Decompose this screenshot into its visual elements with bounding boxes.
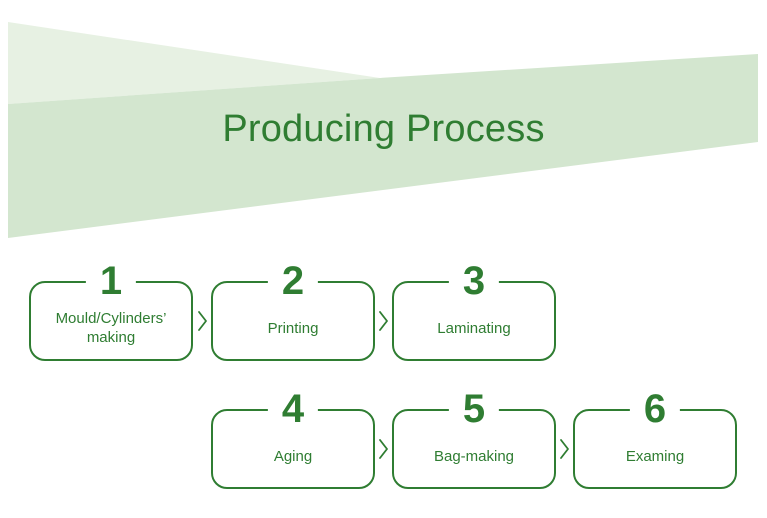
step-label: Examing: [625, 447, 685, 465]
process-step-3: 3 Laminating: [392, 256, 556, 361]
process-step-4: 4 Aging: [211, 384, 375, 489]
step-label: Laminating: [437, 319, 511, 337]
step-number: 1: [85, 256, 137, 306]
step-label: Bag-making: [433, 447, 515, 465]
step-number: 6: [629, 384, 681, 434]
banner-ribbon: [8, 54, 758, 238]
process-step-5: 5 Bag-making: [392, 384, 556, 489]
page-title: Producing Process: [222, 108, 545, 150]
step-number: 3: [448, 256, 500, 306]
step-label: Printing: [267, 319, 319, 337]
step-number: 5: [448, 384, 500, 434]
chevron-right-icon: [379, 439, 388, 459]
chevron-right-icon: [198, 311, 207, 331]
step-number: 4: [267, 384, 319, 434]
process-step-2: 2 Printing: [211, 256, 375, 361]
step-label: Mould/Cylinders’ making: [55, 310, 167, 346]
step-number: 2: [267, 256, 319, 306]
step-label: Aging: [273, 447, 313, 465]
process-step-1: 1 Mould/Cylinders’ making: [29, 256, 193, 361]
banner-light-stripe: [8, 22, 380, 104]
chevron-right-icon: [560, 439, 569, 459]
process-step-6: 6 Examing: [573, 384, 737, 489]
chevron-right-icon: [379, 311, 388, 331]
